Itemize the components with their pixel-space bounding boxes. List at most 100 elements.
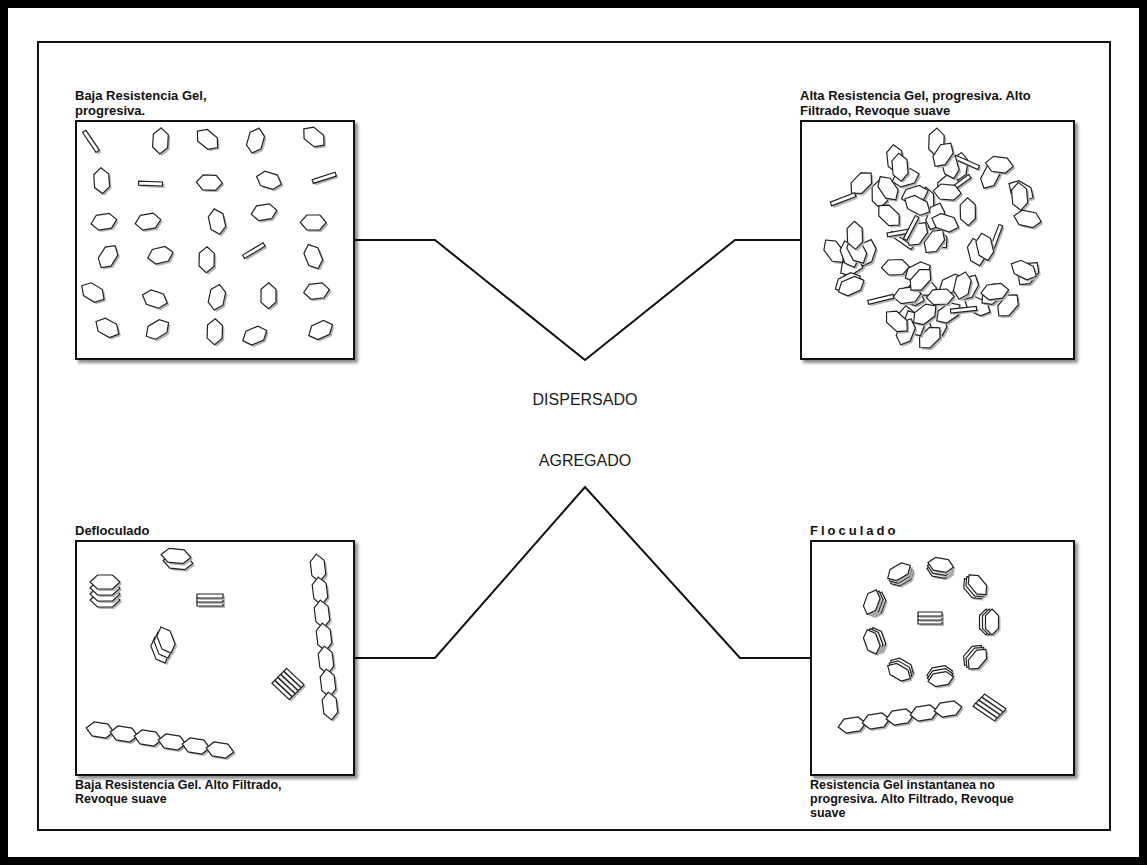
particle-outline — [197, 130, 217, 150]
particle-outline — [928, 557, 954, 572]
clay-platelet — [96, 318, 121, 339]
clay-platelet — [905, 195, 932, 217]
particle-outline — [903, 216, 919, 241]
particle-outline — [888, 663, 911, 681]
particle-outline — [208, 285, 225, 310]
clay-platelet — [304, 245, 325, 271]
clay-platelet — [197, 130, 219, 152]
particle-outline — [90, 575, 120, 589]
particle-outline — [153, 128, 169, 154]
particle-outline — [933, 143, 953, 166]
particle-outline — [243, 243, 266, 259]
particle-outline — [98, 246, 118, 268]
state-connector — [355, 240, 800, 360]
particle-outline — [157, 627, 175, 653]
clay-platelet — [953, 272, 973, 301]
particle-outline — [247, 128, 265, 153]
particle-outline — [312, 172, 336, 183]
particle-outline — [309, 321, 333, 340]
clay-platelet — [161, 548, 193, 565]
property-caption: Baja Resistencia Gel. Alto Filtrado, Rev… — [75, 778, 305, 806]
property-caption: Resistencia Gel instantanea no progresiv… — [810, 778, 1020, 820]
clay-platelet — [94, 168, 112, 196]
clay-platelet — [892, 153, 910, 183]
particle-outline — [182, 738, 210, 754]
clay-platelet — [847, 221, 865, 251]
clay-platelet — [257, 171, 284, 191]
clay-platelet — [851, 173, 874, 196]
particle-outline — [968, 575, 986, 595]
particle-outline — [199, 247, 214, 273]
clay-platelet — [968, 649, 988, 671]
particle-outline — [982, 694, 1006, 712]
gel-caption: Alta Resistencia Gel, progresiva. Alto F… — [800, 88, 1055, 118]
clay-platelet — [208, 209, 227, 236]
clay-rod — [139, 181, 165, 188]
particle-outline — [304, 283, 330, 299]
particle-outline — [960, 198, 975, 226]
particle-outline — [905, 195, 930, 215]
particle-outline — [918, 612, 942, 616]
clay-platelet — [304, 283, 332, 301]
clay-platelet — [157, 627, 177, 655]
clay-platelet — [1011, 260, 1038, 282]
particle-outline — [886, 709, 914, 725]
clay-platelet — [82, 283, 106, 305]
clay-platelet — [968, 575, 988, 597]
particle-outline — [863, 590, 880, 615]
particle-outline — [926, 289, 954, 305]
particle-outline — [300, 215, 326, 230]
clay-platelet — [304, 127, 326, 149]
state-heading: Defloculado — [75, 523, 275, 538]
clay-rod — [284, 668, 306, 689]
illustration-box: DefloculadoBaja Resistencia Gel. Alto Fi… — [75, 540, 355, 776]
clay-platelet — [933, 184, 963, 202]
particle-outline — [986, 156, 1014, 173]
particle-outline — [862, 713, 890, 729]
inner-frame — [38, 42, 1110, 830]
clay-platelet — [976, 233, 996, 262]
clay-rod — [830, 193, 858, 208]
particle-outline — [933, 184, 961, 200]
particle-outline — [928, 672, 954, 687]
clay-platelet — [862, 713, 892, 731]
particle-outline — [208, 209, 225, 234]
clay-rod — [950, 306, 978, 315]
clay-platelet — [986, 156, 1016, 175]
state-label: DISPERSADO — [530, 390, 641, 410]
illustration-box: Alta Resistencia Gel, progresiva. Alto F… — [800, 120, 1075, 360]
clay-platelet — [196, 175, 224, 193]
clay-platelet — [1012, 182, 1030, 212]
panel-ground — [8, 8, 1139, 857]
clay-platelet — [206, 742, 236, 760]
clay-platelet — [838, 717, 868, 735]
clay-rod — [83, 130, 102, 154]
clay-platelet — [153, 128, 171, 156]
clay-platelet — [148, 246, 175, 266]
clay-platelet — [888, 663, 913, 683]
particle-outline — [96, 318, 119, 337]
clay-platelet — [928, 672, 956, 689]
particle-outline — [91, 213, 117, 230]
clay-rod — [903, 216, 921, 243]
particle-outline — [161, 548, 191, 563]
particle-outline — [910, 270, 931, 291]
particle-outline — [932, 213, 959, 232]
particle-outline — [148, 246, 173, 264]
particle-outline — [83, 130, 100, 152]
particle-outline — [261, 283, 276, 309]
clay-platelet — [914, 304, 938, 326]
particle-outline — [322, 692, 338, 720]
clay-platelet — [879, 205, 901, 228]
particle-outline — [1012, 182, 1028, 210]
clay-platelet — [981, 283, 1011, 302]
particle-outline — [863, 630, 880, 655]
particle-outline — [892, 153, 908, 181]
illustration-box: FloculadoResistencia Gel instantanea no … — [810, 540, 1075, 776]
particle-outline — [838, 276, 864, 295]
particle-outline — [879, 205, 899, 226]
